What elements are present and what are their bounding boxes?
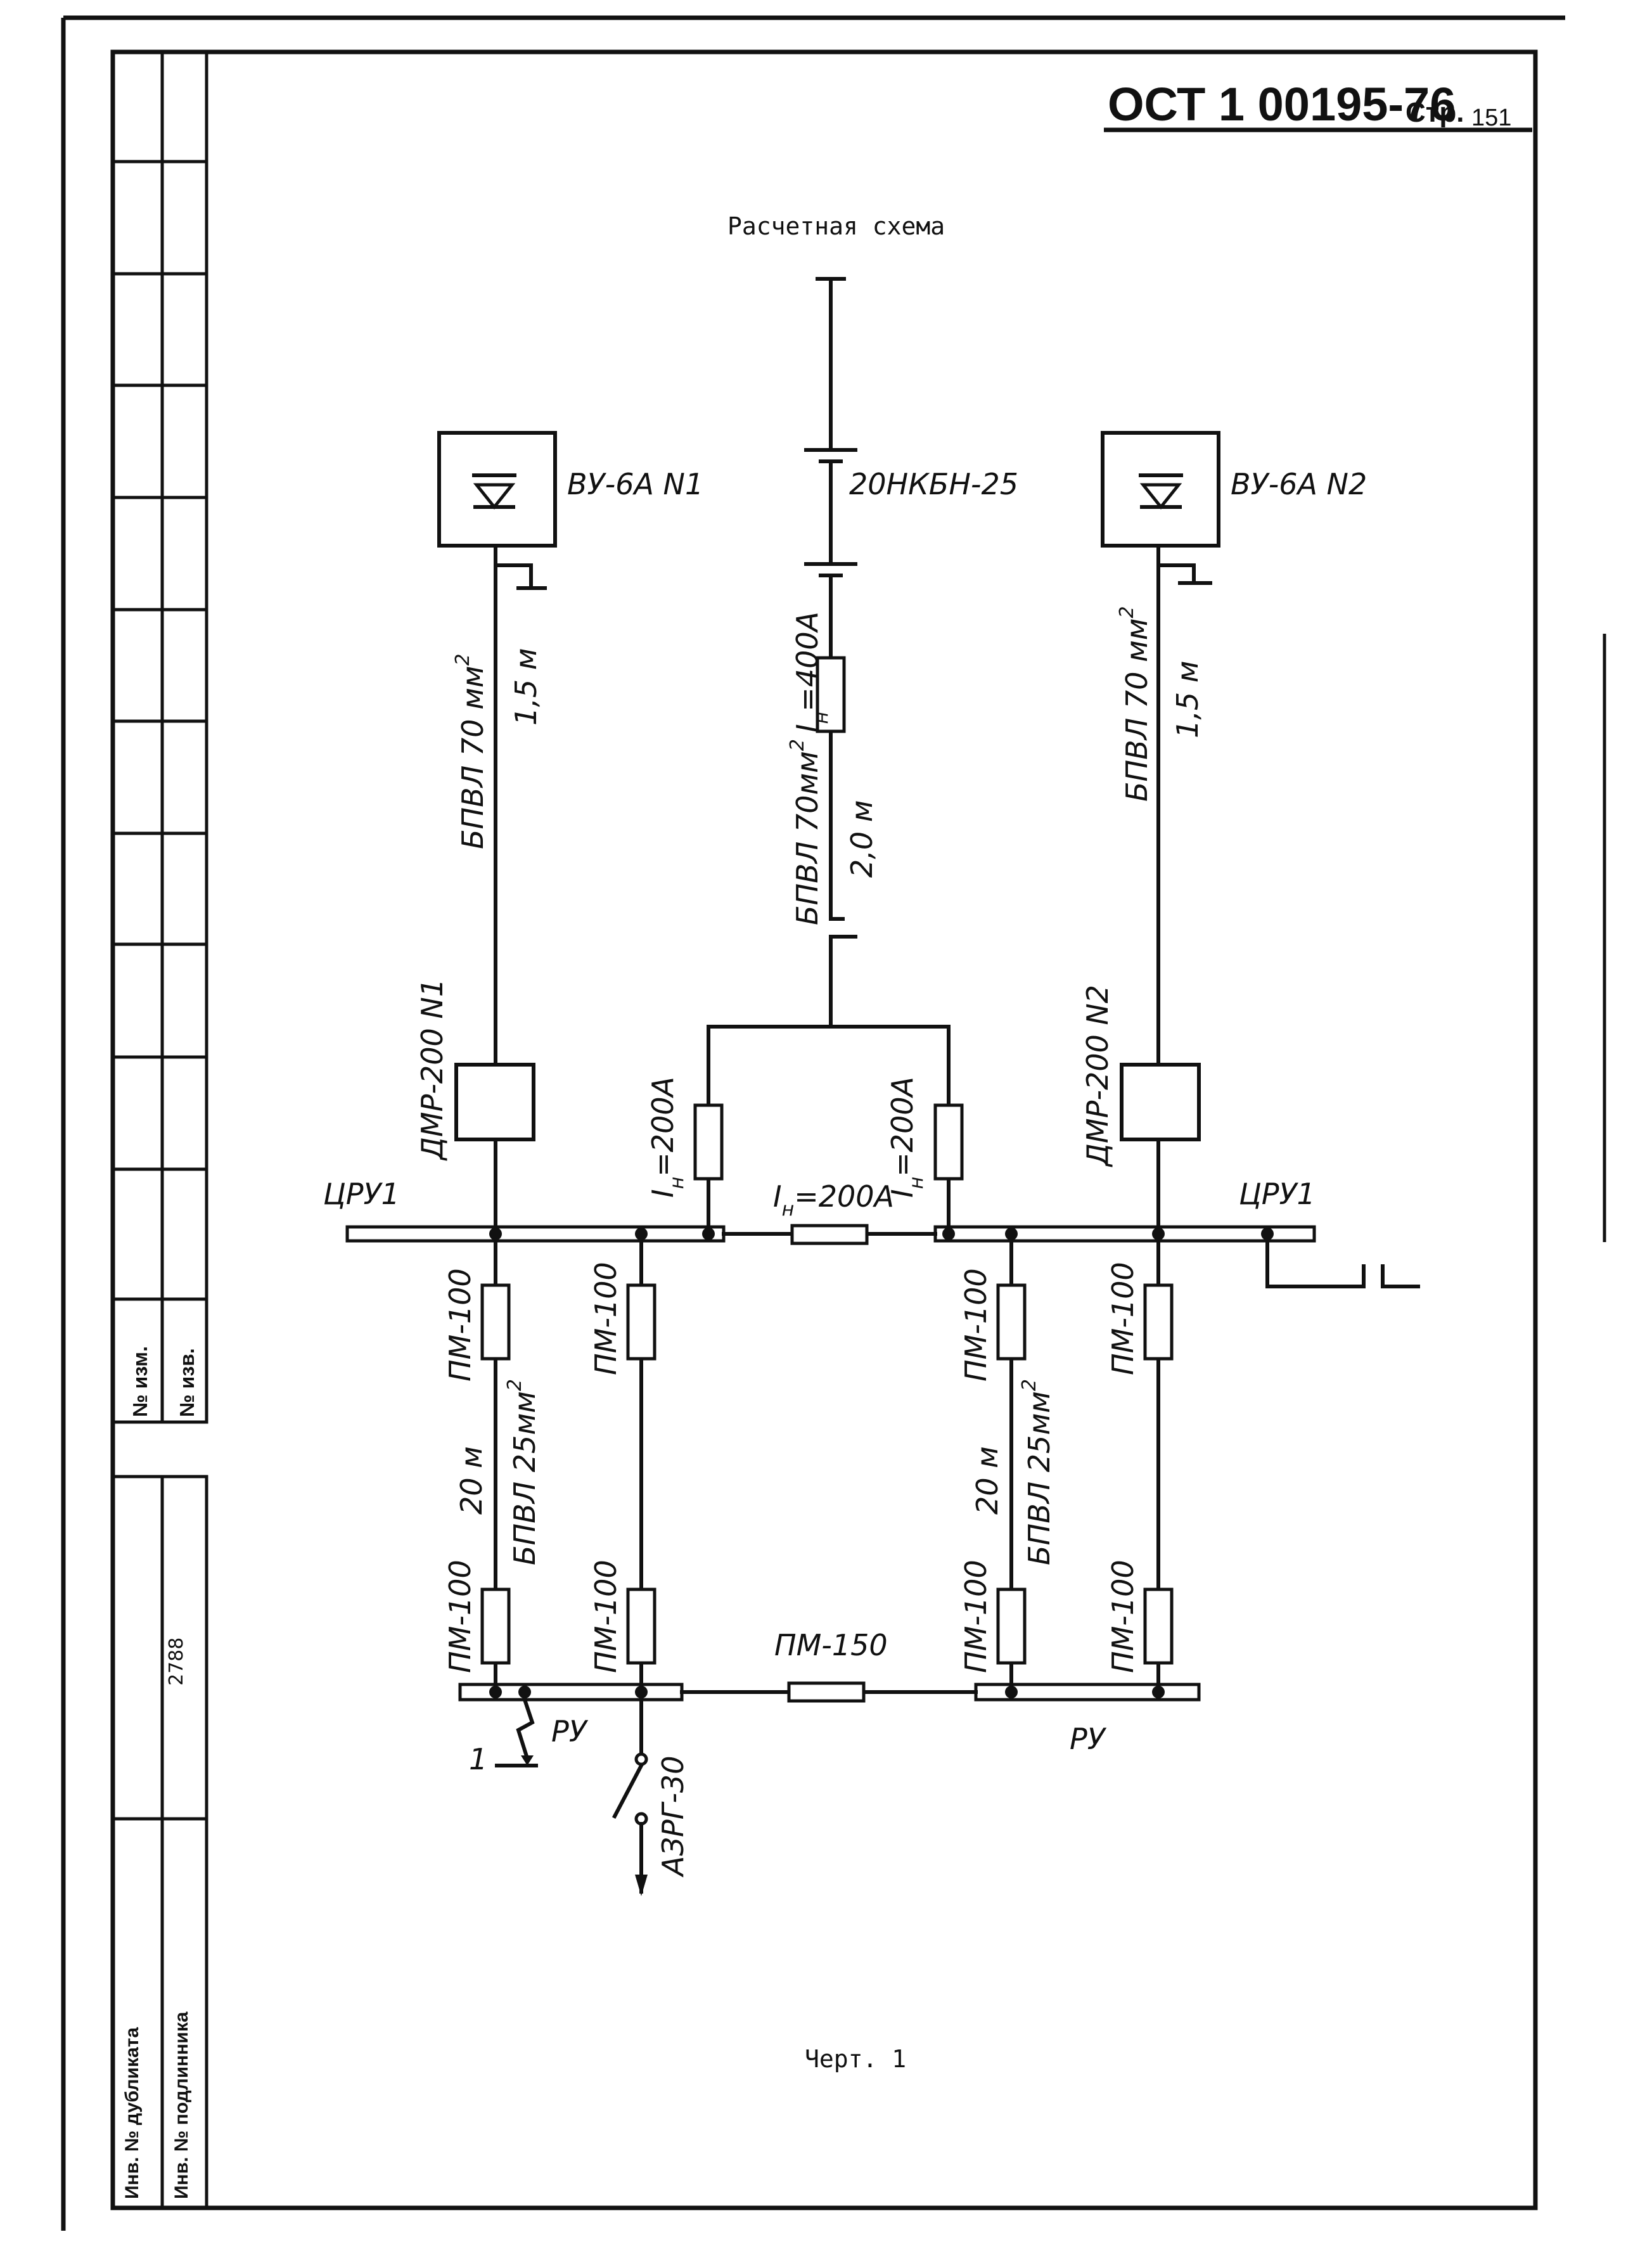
- bus-right-label: ЦРУ1: [1239, 1177, 1316, 1211]
- cable-lower-right-len: 20 м: [970, 1446, 1004, 1515]
- bus-cru1-left: [345, 1225, 726, 1243]
- fault-icon: [495, 1697, 538, 1767]
- dmr-1-label: ДМР-200 N1: [415, 978, 449, 1161]
- fuse-200a-right: [933, 1103, 964, 1181]
- side-inv-podlinnika: Инв. № подлинника: [171, 2011, 192, 2199]
- pm150-label: ПМ-150: [774, 1628, 888, 1662]
- cable-lower-right: БПВЛ 25мм2: [1018, 1379, 1056, 1565]
- breaker-label: АЗРГ-30: [656, 1756, 690, 1878]
- side-no-izv: № изв.: [176, 1348, 198, 1417]
- cable-center-len-label: 2,0 м: [845, 800, 879, 878]
- fuse-pm100-1: [480, 1283, 511, 1361]
- side-inv-dublikata: Инв. № дубликата: [122, 2027, 143, 2199]
- fuse-pm100-6: [626, 1587, 656, 1665]
- rectifier-1-label: ВУ-6А N1: [567, 467, 703, 501]
- doc-code: ОСТ 1 00195-76: [1108, 78, 1456, 131]
- ru-right-label: РУ: [1070, 1722, 1107, 1756]
- diode-1-icon: [472, 473, 516, 510]
- cable-right-len-label: 1,5 м: [1170, 661, 1205, 738]
- arrow-down-icon: [635, 1875, 648, 1896]
- schematic: ВУ-6А N1 БПВЛ 70 мм2 1,5 м ДМР-200 N1 20…: [323, 277, 1420, 1896]
- cable-left-top-label: БПВЛ 70 мм2: [452, 653, 490, 849]
- center-fuse: [816, 656, 846, 733]
- fuse-pm100-5: [480, 1587, 511, 1665]
- pm100-label-1: ПМ-100: [443, 1268, 477, 1382]
- pm100-label-6: ПМ-100: [589, 1560, 623, 1673]
- battery-label: 20НКБН-25: [849, 467, 1018, 501]
- cable-lower-left-len: 20 м: [454, 1446, 489, 1515]
- cable-right-top-label: БПВЛ 70 мм2: [1116, 606, 1154, 802]
- pm100-label-8: ПМ-100: [1106, 1560, 1140, 1673]
- pm100-label-7: ПМ-100: [959, 1560, 993, 1673]
- rectifier-2-label: ВУ-6А N2: [1231, 467, 1367, 501]
- fuse-pm100-3: [996, 1283, 1027, 1361]
- cable-center-label: БПВЛ 70мм2Iн=400А: [786, 612, 833, 925]
- fuse-200a-bus: [790, 1224, 869, 1245]
- side-no-izm: № изм.: [129, 1346, 151, 1417]
- fuse-pm150: [787, 1681, 866, 1703]
- ru-left-label: РУ: [551, 1714, 589, 1748]
- fuse-200a-left: [693, 1103, 724, 1181]
- dmr-2-label: ДМР-200 N2: [1080, 985, 1115, 1167]
- fuse-pm100-2: [626, 1283, 656, 1361]
- cable-lower-left: БПВЛ 25мм2: [504, 1379, 542, 1565]
- diagram-title: Расчетная схема: [727, 212, 945, 240]
- figure-caption: Черт. 1: [805, 2045, 906, 2073]
- bus-left-label: ЦРУ1: [323, 1177, 400, 1211]
- diode-2-icon: [1139, 473, 1183, 510]
- sheet-frame: [61, 15, 1606, 2231]
- dmr-1-box: [454, 1063, 535, 1141]
- side-inv-number: 2788: [165, 1638, 188, 1686]
- fuse-pm100-8: [1143, 1587, 1174, 1665]
- fuse-pm100-7: [996, 1587, 1027, 1665]
- fuse-200a-right-label: Iн=200А: [885, 1077, 928, 1198]
- page-number: 151: [1471, 105, 1511, 131]
- pm100-label-4: ПМ-100: [1106, 1262, 1140, 1375]
- fuse-200a-left-label: Iн=200А: [646, 1077, 688, 1198]
- page-prefix: Стр.: [1405, 97, 1464, 128]
- header: ОСТ 1 00195-76 Стр. 151: [1104, 78, 1532, 132]
- pm100-label-5: ПМ-100: [443, 1560, 477, 1673]
- pm100-label-2: ПМ-100: [589, 1262, 623, 1375]
- side-panel: № изм. № изв. 2788 Инв. № дубликата Инв.…: [111, 50, 208, 2210]
- dmr-2-box: [1120, 1063, 1201, 1141]
- fuse-pm100-4: [1143, 1283, 1174, 1361]
- fuse-200a-bus-label: Iн=200А: [773, 1179, 894, 1221]
- pm100-label-3: ПМ-100: [959, 1268, 993, 1382]
- cable-left-len-label: 1,5 м: [509, 648, 543, 726]
- fault-point-label: 1: [469, 1742, 487, 1776]
- bus-cru1-right: [933, 1225, 1316, 1243]
